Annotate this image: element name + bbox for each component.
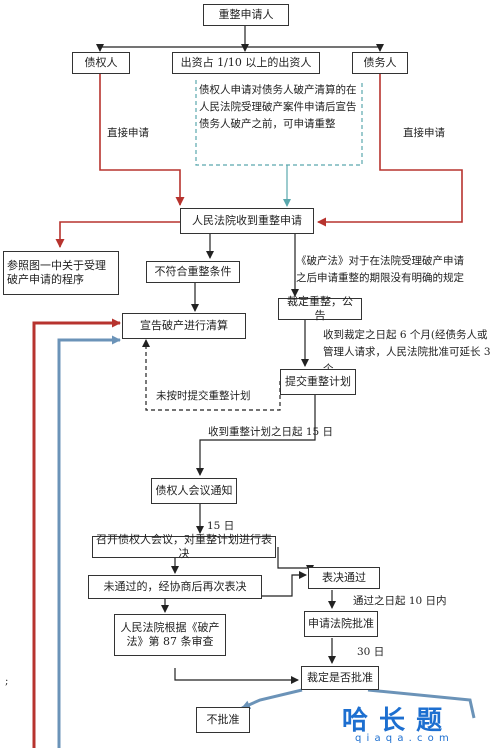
court-review-node: 人民法院根据《破产法》第 87 条审查 — [114, 614, 226, 656]
watermark-logo: 哈 长 题 — [342, 706, 444, 736]
investor-node: 出资占 1/10 以上的出资人 — [172, 52, 320, 74]
notify-node: 债权人会议通知 — [151, 478, 237, 504]
court-receive-node: 人民法院收到重整申请 — [180, 208, 314, 234]
law-note: 《破产法》对于在法院受理破产申请之后申请重整的期限没有明确的规定 — [296, 255, 464, 284]
apply-approval-node: 申请法院批准 — [304, 611, 378, 637]
rejected-node: 不批准 — [196, 707, 250, 733]
within-10-days-label: 通过之日起 10 日内 — [353, 595, 447, 607]
stray-mark: ; — [5, 676, 9, 687]
debtor-node: 债务人 — [352, 52, 408, 74]
reference-node: 参照图一中关于受理破产申请的程序 — [3, 251, 119, 295]
submit-plan-node: 提交重整计划 — [280, 369, 356, 395]
investor-note: 债权人申请对债务人破产清算的在人民法院受理破产案件申请后宣告债务人破产之前，可申… — [199, 84, 357, 130]
no-plan-label: 未按时提交重整计划 — [156, 390, 251, 402]
not-qualified-node: 不符合重整条件 — [146, 261, 240, 283]
watermark-url: q i a q a . c o m — [355, 733, 450, 744]
deadline-note: 收到裁定之日起 6 个月(经债务人或管理人请求，人民法院批准可延长 3 个 — [323, 329, 491, 375]
failed-vote-node: 未通过的，经协商后再次表决 — [88, 575, 262, 599]
creditor-node: 债权人 — [72, 52, 130, 74]
days-30-label: 30 日 — [357, 646, 385, 658]
direct-apply-left-label: 直接申请 — [107, 127, 149, 139]
liquidation-node: 宣告破产进行清算 — [122, 313, 246, 339]
meeting-node: 召开债权人会议，对重整计划进行表决 — [92, 533, 276, 560]
ruling-approve-node: 裁定是否批准 — [301, 666, 379, 690]
within-15-days-label: 收到重整计划之日起 15 日 — [208, 426, 334, 438]
ruling-node: 裁定重整，公告 — [278, 295, 362, 322]
direct-apply-right-label: 直接申请 — [403, 127, 445, 139]
passed-node: 表决通过 — [308, 567, 380, 589]
applicant-node: 重整申请人 — [203, 4, 289, 26]
days-15-label: 15 日 — [207, 520, 235, 532]
